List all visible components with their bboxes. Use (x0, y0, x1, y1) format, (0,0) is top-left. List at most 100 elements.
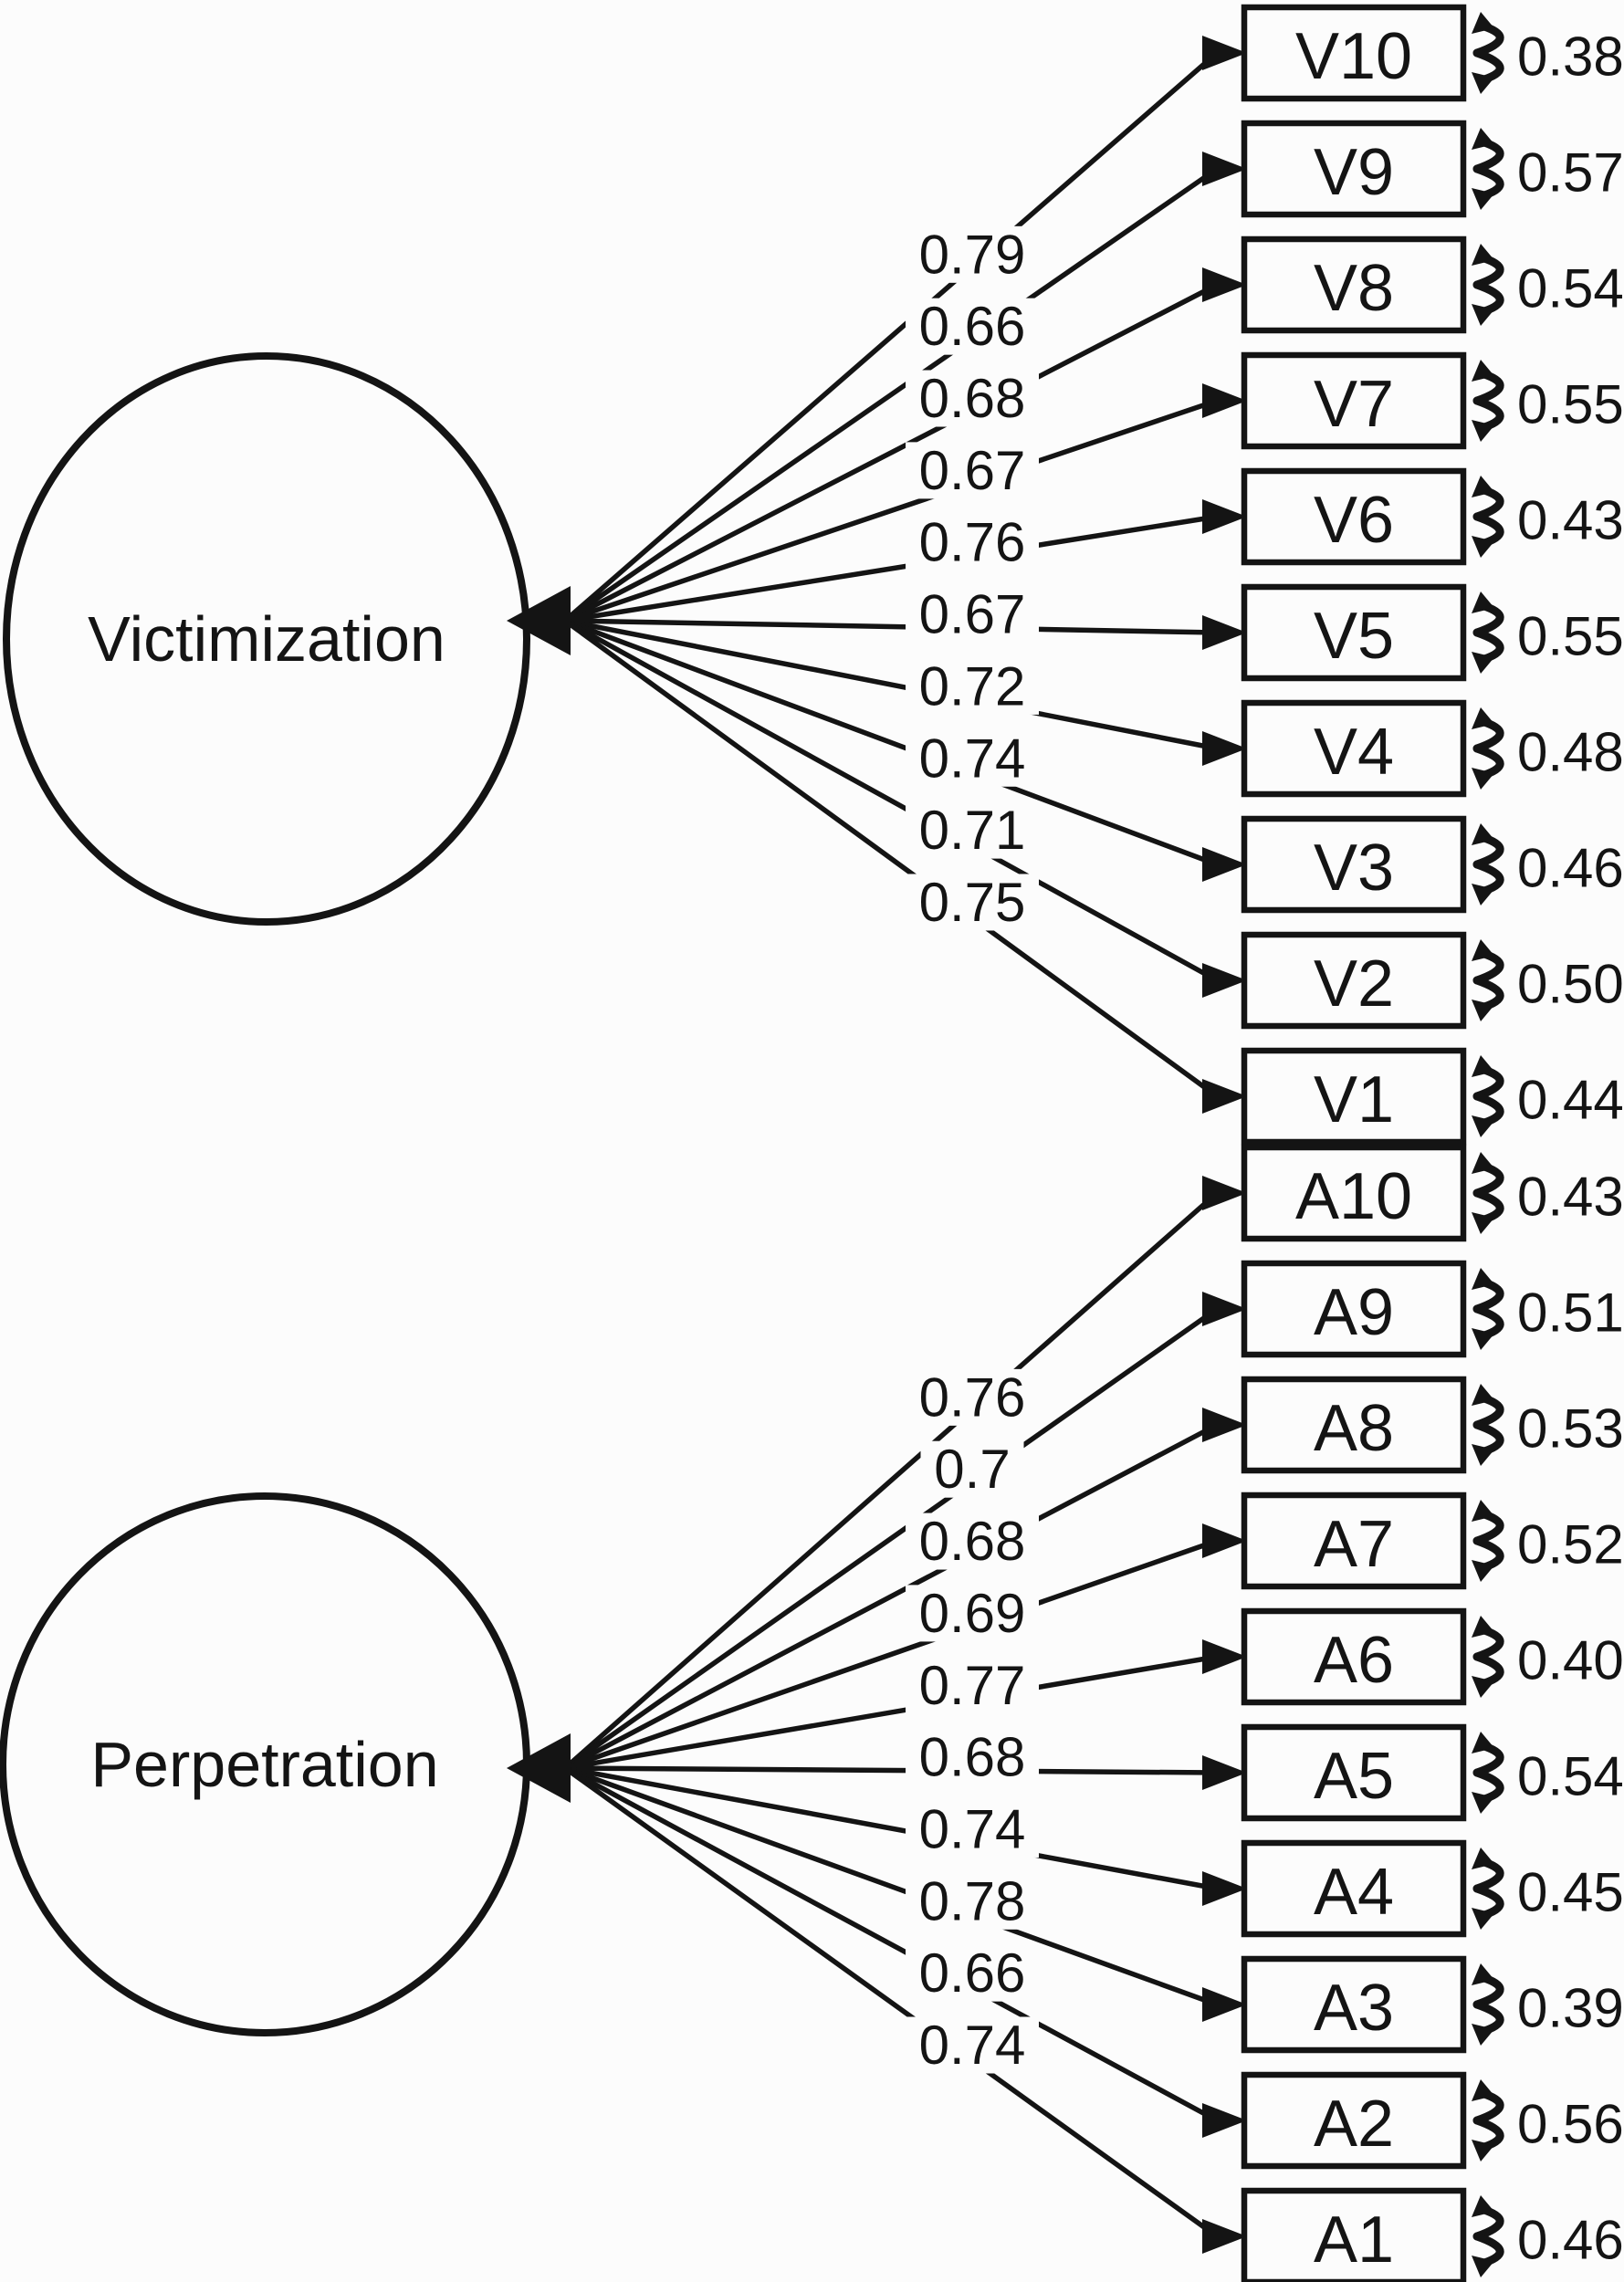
factor-arrowhead-icon (507, 586, 571, 655)
error-variance-value: 0.51 (1517, 1282, 1624, 1344)
loading-path (563, 618, 1219, 1099)
error-variance-value: 0.55 (1517, 606, 1624, 667)
error-arrowhead-down (1472, 1328, 1494, 1350)
error-variance-icon (1472, 1500, 1504, 1582)
error-arrowhead-down (1472, 72, 1494, 94)
arrowhead-icon (1202, 267, 1247, 302)
arrowhead-icon (1202, 1987, 1247, 2022)
loading-value: 0.76 (919, 512, 1026, 573)
error-variance-icon (1472, 128, 1504, 210)
loading-value-halo (906, 729, 1039, 787)
error-arrowhead-up (1472, 128, 1494, 150)
indicator-label: V7 (1314, 368, 1394, 441)
error-arrowhead-up (1472, 939, 1494, 961)
error-variance-value: 0.54 (1517, 1746, 1624, 1807)
error-variance-value: 0.39 (1517, 1978, 1624, 2039)
indicator-box (1241, 1723, 1467, 1822)
error-arrowhead-down (1472, 2256, 1494, 2277)
loading-value-halo (906, 586, 1039, 644)
arrowhead-icon (1202, 847, 1247, 882)
error-arrowhead-down (1472, 536, 1494, 558)
error-variance-icon (1472, 1732, 1504, 1814)
loading-path (563, 1765, 1219, 2123)
error-arrowhead-down (1472, 1000, 1494, 1021)
error-arrowhead-down (1472, 1212, 1494, 1234)
indicator-box (1241, 236, 1467, 334)
arrowhead-icon (1202, 1639, 1247, 1674)
loading-value: 0.74 (919, 1798, 1026, 1859)
error-variance-value: 0.52 (1517, 1514, 1624, 1575)
indicator-box (1241, 815, 1467, 914)
loading-value-halo (906, 1944, 1039, 2002)
error-arrowhead-down (1472, 1676, 1494, 1698)
loading-path (564, 1765, 1218, 2007)
error-arrowhead-down (1472, 188, 1494, 210)
indicator-label: V6 (1314, 484, 1394, 557)
indicator-box (1241, 1260, 1467, 1358)
loading-value: 0.72 (919, 655, 1026, 717)
latent-factor-circle-victimization (3, 352, 530, 926)
loading-value-halo (906, 514, 1039, 571)
indicator-box (1241, 2071, 1467, 2170)
arrowhead-icon (1202, 2103, 1247, 2138)
loading-value-halo (906, 657, 1039, 715)
loading-path (563, 1765, 1219, 2239)
error-variance-icon (1472, 1616, 1504, 1698)
arrowhead-icon (1202, 1079, 1247, 1114)
loading-path (564, 618, 1218, 867)
error-arrowhead-down (1472, 420, 1494, 442)
arrowhead-icon (1202, 36, 1247, 70)
loading-value: 0.69 (919, 1583, 1026, 1644)
error-variance-value: 0.46 (1517, 2210, 1624, 2271)
arrowhead-icon (1202, 152, 1247, 186)
error-variance-icon (1472, 476, 1504, 558)
loading-value: 0.68 (919, 1727, 1026, 1788)
loading-path (564, 618, 1218, 751)
error-variance-icon (1472, 707, 1504, 790)
arrowhead-icon (1202, 615, 1247, 650)
error-variance-value: 0.57 (1517, 142, 1624, 204)
indicator-box (1241, 1955, 1467, 2054)
error-arrowhead-up (1472, 1500, 1494, 1522)
indicator-box (1241, 1047, 1467, 1146)
loading-path (563, 1306, 1219, 1771)
error-arrowhead-down (1472, 1792, 1494, 1814)
error-arrowhead-up (1472, 1963, 1494, 1985)
loading-path (564, 1765, 1218, 1775)
error-arrowhead-up (1472, 1152, 1494, 1174)
loading-value-halo (906, 1800, 1039, 1858)
loading-path (563, 50, 1219, 623)
error-variance-value: 0.55 (1517, 374, 1624, 435)
indicator-box (1241, 467, 1467, 566)
loading-path (564, 1654, 1218, 1771)
error-arrowhead-up (1472, 1732, 1494, 1753)
indicator-box (1241, 1492, 1467, 1590)
error-arrowhead-up (1472, 2195, 1494, 2217)
indicator-box (1241, 2187, 1467, 2282)
arrowhead-icon (1202, 1292, 1247, 1326)
error-variance-value: 0.40 (1517, 1630, 1624, 1691)
loading-value-halo (906, 1729, 1039, 1786)
loading-value-halo (906, 2016, 1039, 2074)
loading-value-halo (906, 1368, 1039, 1426)
indicator-box (1241, 4, 1467, 102)
indicator-label: A7 (1314, 1508, 1394, 1581)
indicator-box (1241, 120, 1467, 218)
arrowhead-icon (1202, 1408, 1247, 1442)
error-variance-value: 0.44 (1517, 1070, 1624, 1131)
loading-path (563, 282, 1219, 623)
loading-value-halo (906, 298, 1039, 355)
loading-path (563, 166, 1219, 623)
loading-path (564, 398, 1218, 623)
indicator-label: A4 (1314, 1856, 1394, 1929)
error-arrowhead-up (1472, 1848, 1494, 1869)
indicator-label: V2 (1314, 947, 1394, 1021)
error-variance-icon (1472, 2079, 1504, 2162)
indicator-label: A8 (1314, 1392, 1394, 1465)
loading-value: 0.77 (919, 1655, 1026, 1716)
indicator-box (1241, 1607, 1467, 1706)
loading-value: 0.76 (919, 1366, 1026, 1428)
loading-value-halo (906, 801, 1039, 859)
